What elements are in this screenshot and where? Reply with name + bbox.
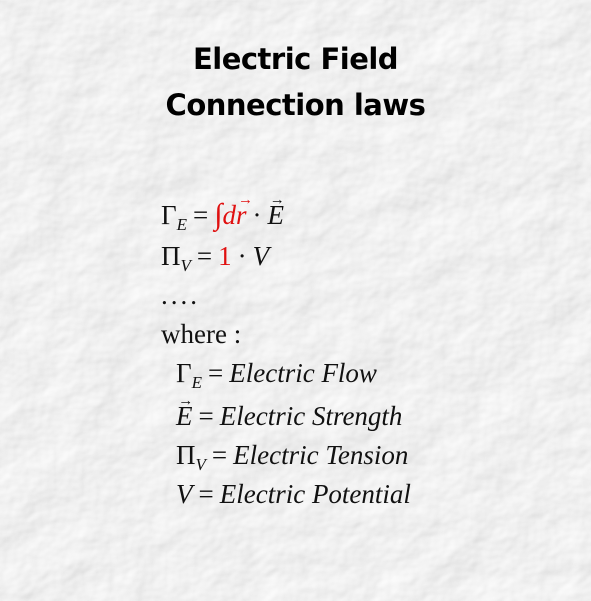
vector-e-letter: E (267, 200, 284, 230)
dot-operator: · (252, 200, 262, 230)
vector-arrow-icon: → (178, 393, 194, 409)
vector-arrow-icon: → (269, 192, 285, 208)
equation-electric-flow: ΓE=∫dr→·E→ (161, 193, 285, 234)
vector-r-letter: r (235, 200, 247, 230)
where-label: where : (161, 319, 242, 349)
equals-sign: = (198, 401, 214, 431)
equation-electric-tension: ΠV=1·V (161, 241, 270, 275)
definition-vector-symbol: E→ (176, 394, 193, 431)
title-line-1: Electric Field (192, 42, 399, 76)
definition-electric-strength: E→=Electric Strength (176, 394, 403, 431)
definition-symbol: E (176, 401, 193, 431)
definition-electric-potential: V=Electric Potential (176, 481, 411, 508)
ellipsis: .... (161, 280, 200, 310)
definition-text: Electric Tension (233, 440, 409, 470)
definition-text: Electric Flow (229, 358, 377, 388)
differential-d: d (222, 200, 236, 230)
title-line-2: Connection laws (165, 88, 426, 122)
equals-sign: = (193, 200, 209, 230)
definition-text: Electric Potential (219, 479, 411, 509)
definition-symbol: V (176, 479, 193, 509)
coefficient-one: 1 (218, 241, 232, 271)
vector-e: E→ (267, 193, 284, 230)
definition-subscript: E (191, 373, 202, 392)
definition-symbol: Π (176, 440, 196, 470)
definition-subscript: V (195, 455, 206, 474)
definition-electric-flow: ΓE =Electric Flow (176, 358, 377, 392)
equals-sign: = (211, 440, 228, 470)
vector-arrow-icon: → (237, 192, 253, 208)
equals-sign: = (208, 358, 224, 388)
gamma-symbol: Γ (161, 200, 177, 230)
equals-sign: = (198, 479, 214, 509)
definition-symbol: Γ (176, 358, 192, 388)
pi-subscript: V (180, 256, 191, 275)
vector-r: r→ (235, 193, 253, 230)
page-title: Electric Field Connection laws (0, 36, 591, 128)
equals-sign: = (196, 241, 213, 271)
definition-text: Electric Strength (219, 401, 403, 431)
potential-symbol: V (252, 241, 270, 271)
definition-electric-tension: ΠV =Electric Tension (176, 440, 409, 474)
gamma-subscript: E (176, 215, 187, 234)
pi-symbol: Π (161, 241, 181, 271)
dot-operator: · (237, 241, 247, 271)
integral-sign: ∫ (214, 198, 223, 231)
